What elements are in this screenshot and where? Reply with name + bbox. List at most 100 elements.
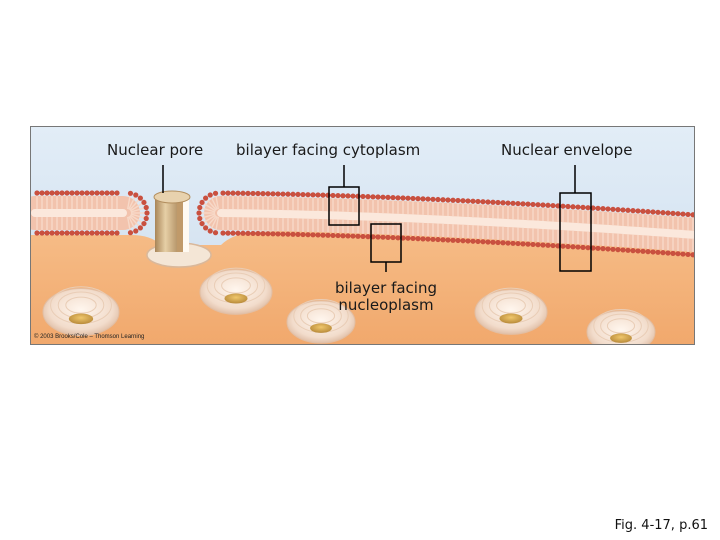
- lipid-head: [380, 234, 386, 240]
- lipid-head: [199, 199, 205, 206]
- lipid-head: [79, 190, 85, 196]
- lipid-head: [455, 237, 461, 244]
- lipid-head: [49, 190, 55, 196]
- lipid-head: [395, 235, 401, 241]
- lipid-head: [325, 192, 331, 198]
- label-nuclear-pore: Nuclear pore: [107, 141, 204, 159]
- membrane-left-segment: [31, 190, 150, 236]
- lipid-head: [635, 208, 641, 214]
- lipid-head: [600, 246, 606, 252]
- lipid-head: [255, 230, 261, 237]
- lipid-head: [415, 196, 421, 202]
- lipid-head: [196, 210, 202, 216]
- lipid-head: [240, 230, 246, 236]
- lipid-head: [460, 238, 466, 244]
- lipid-head: [310, 232, 316, 238]
- lipid-head: [445, 197, 451, 203]
- lipid-head: [34, 230, 40, 236]
- lipid-head: [290, 191, 296, 197]
- lipid-head: [44, 190, 50, 196]
- copyright-credit: © 2003 Brooks/Cole – Thomson Learning: [34, 334, 145, 340]
- lipid-head: [615, 207, 621, 213]
- lipid-head: [310, 192, 316, 198]
- lipid-head: [54, 190, 60, 196]
- lipid-head: [270, 191, 276, 197]
- lipid-head: [250, 190, 256, 197]
- lipid-head: [635, 248, 641, 254]
- lipid-head: [79, 230, 85, 236]
- membrane-band: [217, 209, 694, 239]
- lipid-head: [220, 190, 226, 196]
- lipid-head: [520, 241, 526, 247]
- lipid-head: [49, 230, 55, 236]
- pore-channel-center: [181, 197, 189, 252]
- lipid-head: [355, 193, 361, 199]
- lipid-head: [39, 190, 45, 196]
- lipid-head: [610, 246, 616, 252]
- lipid-head: [405, 235, 411, 241]
- lipid-head: [585, 245, 591, 251]
- vesicle: [42, 287, 120, 337]
- lipid-head: [325, 232, 331, 238]
- vesicle-core: [310, 323, 332, 333]
- lipid-head: [560, 203, 566, 209]
- lipid-head: [585, 205, 591, 211]
- lipid-head: [670, 250, 676, 256]
- lipid-head: [450, 237, 456, 243]
- lipid-head: [94, 190, 100, 196]
- lipid-head: [104, 190, 110, 196]
- lipid-head: [450, 197, 456, 203]
- lipid-head: [430, 236, 436, 242]
- lipid-head: [260, 231, 266, 237]
- lipid-head: [690, 252, 694, 258]
- lipid-head: [670, 210, 676, 216]
- lipid-head: [350, 233, 356, 239]
- lipid-head: [605, 246, 611, 252]
- lipid-head: [320, 232, 326, 238]
- lipid-tail: [214, 216, 219, 233]
- lipid-head: [133, 228, 139, 234]
- lipid-head: [109, 190, 115, 196]
- lipid-head: [203, 225, 209, 231]
- lipid-head: [370, 194, 376, 200]
- lipid-head: [305, 192, 311, 198]
- lipid-head: [340, 233, 346, 239]
- lipid-head: [143, 215, 149, 222]
- lipid-head: [285, 231, 291, 237]
- lipid-head: [280, 231, 286, 237]
- lipid-tail: [214, 193, 219, 210]
- lipid-head: [127, 230, 134, 236]
- lipid-head: [685, 251, 691, 258]
- lipid-head: [137, 195, 143, 201]
- lipid-head: [235, 230, 241, 236]
- lipid-head: [645, 249, 651, 255]
- lipid-tail: [201, 214, 216, 225]
- lipid-head: [510, 200, 516, 206]
- membrane-illustration: [31, 127, 694, 344]
- label-bilayer-nucleoplasm: bilayer facing nucleoplasm: [326, 280, 446, 314]
- lipid-head: [645, 209, 651, 215]
- lipid-head: [360, 193, 366, 200]
- lipid-head: [285, 191, 291, 197]
- lipid-head: [330, 232, 336, 239]
- lipid-head: [230, 230, 236, 236]
- lipid-head: [420, 236, 426, 242]
- lipid-head: [89, 190, 95, 196]
- lipid-head: [127, 190, 134, 196]
- lipid-head: [550, 202, 556, 209]
- lipid-head: [510, 240, 516, 246]
- lipid-head: [485, 199, 491, 205]
- lipid-head: [199, 220, 205, 227]
- vesicle-ridge: [65, 296, 97, 314]
- lipid-tail: [127, 193, 132, 210]
- lipid-head: [575, 244, 581, 250]
- lipid-head: [680, 251, 686, 257]
- lipid-tail: [205, 215, 217, 229]
- vesicle-ridge: [221, 277, 251, 294]
- lipid-head: [490, 239, 496, 245]
- lipid-tail: [201, 201, 216, 212]
- lipid-head: [410, 235, 416, 242]
- lipid-head: [500, 200, 506, 206]
- lipid-head: [365, 234, 371, 240]
- lipid-head: [640, 208, 646, 214]
